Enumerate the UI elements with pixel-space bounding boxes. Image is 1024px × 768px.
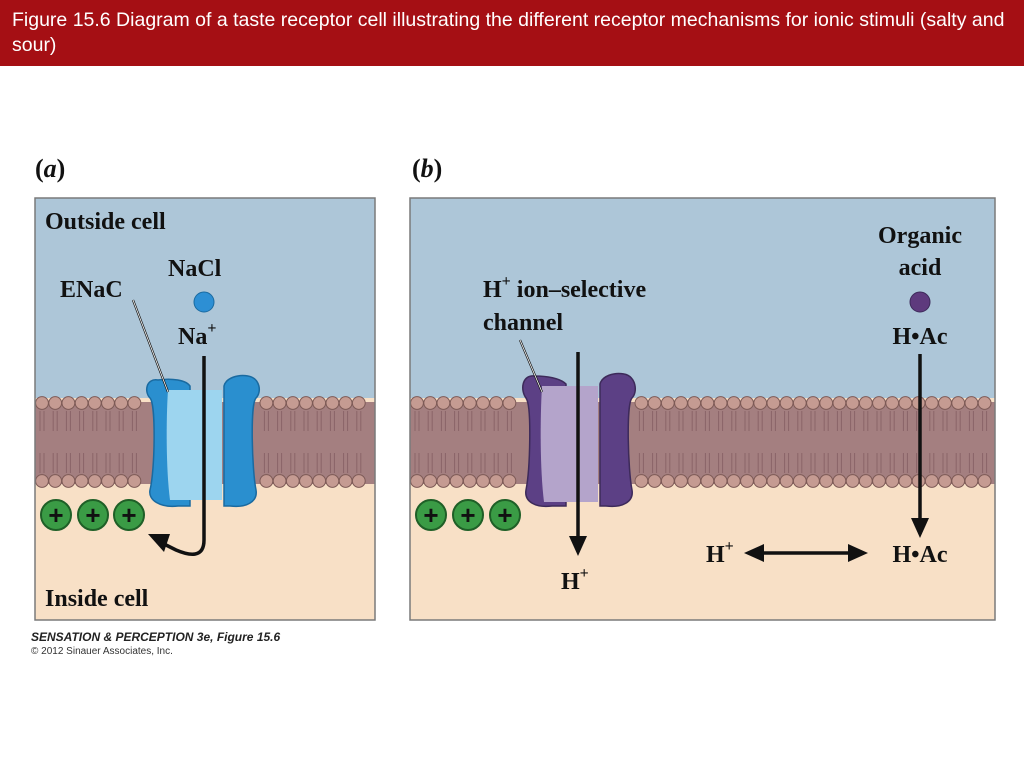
figure-credit: SENSATION & PERCEPTION 3e, Figure 15.6 ©…: [31, 630, 280, 657]
panel-a-cations: + + +: [40, 499, 145, 531]
svg-text:+: +: [85, 500, 100, 530]
credit-copyright: © 2012 Sinauer Associates, Inc.: [31, 646, 173, 657]
svg-text:+: +: [121, 500, 136, 530]
na-flow-arrow: [159, 356, 206, 556]
enac-label: ENaC: [60, 277, 123, 303]
na-ion-label: Na+: [178, 320, 216, 350]
outside-hac-label: H•Ac: [892, 324, 947, 350]
proton-label-dissociated: H+: [706, 538, 734, 568]
svg-text:+: +: [48, 500, 63, 530]
organic-acid-label-line1: Organic: [878, 223, 962, 249]
outside-cell-label: Outside cell: [45, 209, 166, 235]
inside-cell-label: Inside cell: [45, 586, 149, 612]
panel-b: + + + H+ ion–selective channel Organic a…: [409, 197, 996, 621]
h-channel-label-line1: H+ ion–selective: [483, 273, 646, 303]
svg-text:+: +: [460, 500, 475, 530]
h-channel-label-line2: channel: [483, 310, 563, 336]
svg-text:+: +: [423, 500, 438, 530]
panel-b-outside-region: [410, 198, 995, 398]
credit-book-title: SENSATION & PERCEPTION 3e, Figure 15.6: [31, 630, 281, 644]
na-ion: [193, 291, 215, 313]
h-ion-selective-channel: [522, 372, 637, 508]
panel-b-label: (b): [412, 154, 442, 183]
organic-acid-label-line2: acid: [899, 255, 942, 281]
panel-b-membrane: [410, 396, 995, 488]
slide-title: Figure 15.6 Diagram of a taste receptor …: [12, 9, 1005, 56]
panel-a-label: (a): [35, 154, 65, 183]
panel-a: + + + Outside cell NaCl ENaC Na+ Inside …: [34, 197, 376, 621]
enac-channel: [145, 374, 261, 508]
nacl-label: NaCl: [168, 256, 222, 282]
organic-acid-molecule: [909, 291, 931, 313]
panel-b-cations: + + +: [415, 499, 521, 531]
proton-label-bottom: H+: [561, 565, 589, 595]
slide-title-bar: Figure 15.6 Diagram of a taste receptor …: [0, 0, 1024, 66]
svg-text:+: +: [497, 500, 512, 530]
inside-hac-label: H•Ac: [892, 542, 947, 568]
